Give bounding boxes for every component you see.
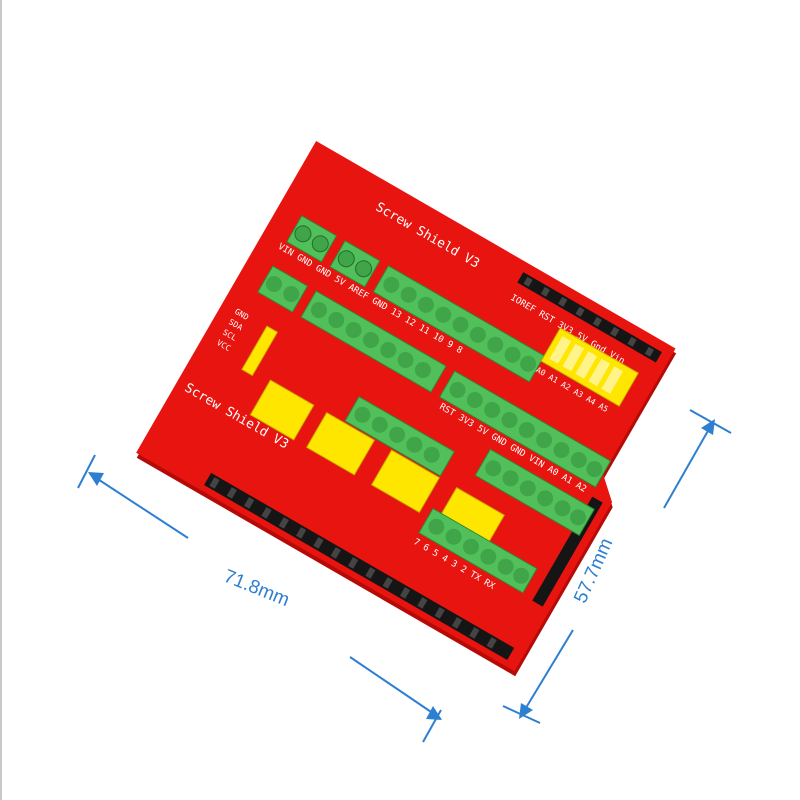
jumper-block-row-lower [249, 379, 505, 551]
digital-header [204, 472, 515, 661]
width-dimension-arrow [77, 454, 442, 743]
screw-shield-board: Screw Shield V3 Screw Shield V3 IOREF RS… [136, 140, 677, 677]
photo-edge-line [0, 0, 2, 800]
terminal-block-analog [474, 448, 595, 537]
terminal-block-row-lower [344, 395, 538, 594]
height-dimension-arrow [502, 409, 732, 724]
terminal-block-row-middle [257, 265, 612, 488]
terminal-block-row-top [286, 215, 545, 383]
power-header [517, 272, 662, 363]
i2c-header [241, 325, 279, 377]
jumper-block-analog [540, 327, 639, 407]
